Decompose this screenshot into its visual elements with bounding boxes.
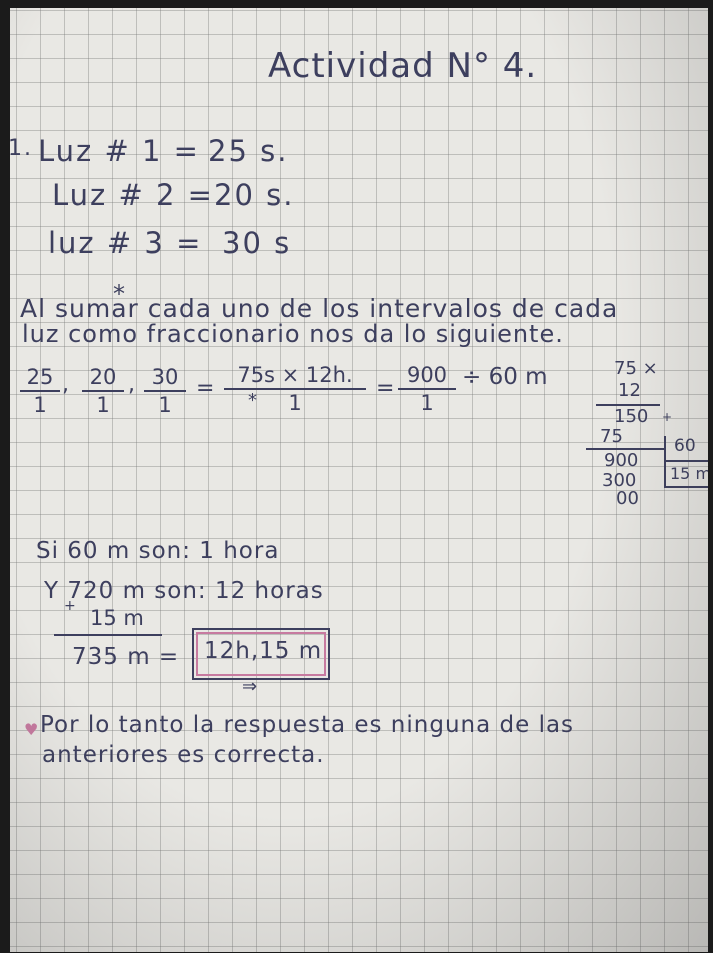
asterisk-mark: * <box>113 280 125 308</box>
boxed-answer: 12h,15 m <box>204 638 323 664</box>
divisor-rule <box>664 460 708 462</box>
equals-sign: = <box>196 376 215 401</box>
conclusion-line-2: anteriores es correcta. <box>42 742 325 768</box>
sum-rule <box>586 448 664 450</box>
sum-rule <box>54 634 162 636</box>
answer-box <box>192 628 330 680</box>
light-3-value: 30 s <box>222 226 292 260</box>
partial-1: 150 <box>614 406 649 427</box>
product: 900 <box>604 450 639 471</box>
light-1-value: 25 s. <box>208 134 289 168</box>
paragraph-line-2: luz como fraccionario nos da lo siguient… <box>22 320 564 348</box>
plus-sign: + <box>64 598 76 614</box>
divisor: 60 <box>674 436 696 456</box>
mult-bottom: 12 <box>618 380 641 401</box>
equals-sign: = <box>376 376 395 401</box>
heart-bullet-icon: ♥ <box>24 720 39 739</box>
addend: 15 m <box>90 606 144 630</box>
remainder-2: 00 <box>616 488 639 509</box>
light-2-label: Luz # 2 = <box>52 178 214 212</box>
remainder-1: 300 <box>602 470 637 491</box>
page-title: Actividad N° 4. <box>268 46 538 86</box>
light-1-label: Luz # 1 = <box>38 134 200 168</box>
quotient-rule <box>664 486 708 488</box>
light-2-value: 20 s. <box>214 178 295 212</box>
conversion-line-1: Si 60 m son: 1 hora <box>36 538 280 564</box>
mult-top: 75 × <box>614 358 658 379</box>
quotient: 15 m <box>670 464 708 483</box>
separator: , <box>128 372 135 397</box>
mult-rule <box>596 404 660 406</box>
conversion-line-2: Y 720 m son: 12 horas <box>44 578 324 604</box>
item-number: 1. <box>10 136 33 161</box>
conversion-sum: 735 m = <box>72 644 180 670</box>
equation-result: ÷ 60 m <box>462 364 548 390</box>
fraction-product: 75s × 12h.1 <box>224 364 366 414</box>
light-3-label: luz # 3 = <box>48 226 203 260</box>
arrow-icon: ⇒ <box>242 676 258 697</box>
asterisk-mark: * <box>248 390 257 411</box>
partial-2: 75 <box>600 426 623 447</box>
paragraph-line-1: Al sumar cada uno de los intervalos de c… <box>20 294 619 323</box>
conclusion-line-1: Por lo tanto la respuesta es ninguna de … <box>40 712 575 738</box>
notebook-page: Actividad N° 4. 1. Luz # 1 = 25 s. Luz #… <box>10 8 708 952</box>
plus-sign: + <box>662 410 673 424</box>
separator: , <box>62 372 69 397</box>
